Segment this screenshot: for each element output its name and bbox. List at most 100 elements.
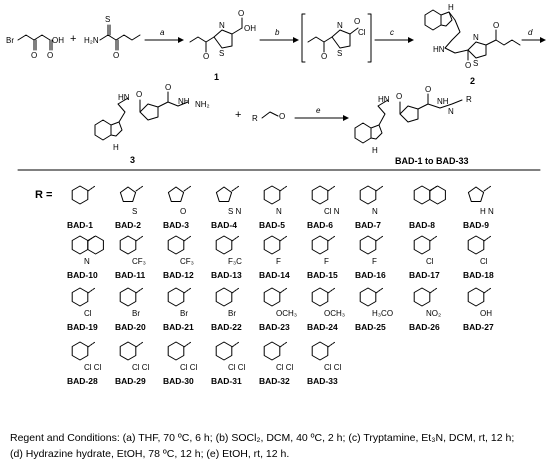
attachment-bond (135, 341, 144, 348)
atom-s: S (473, 59, 478, 68)
attachment-bond (483, 235, 492, 242)
atom-h2n: H₂N (84, 36, 99, 45)
ring (167, 186, 185, 202)
compound-2: H HN O N S O 2 (424, 3, 521, 86)
attachment-bond (87, 341, 96, 348)
ring (71, 287, 89, 307)
atom-nh: NH (437, 97, 449, 106)
compound-label: BAD-30 (163, 376, 194, 386)
ring (71, 341, 89, 361)
ring (311, 235, 329, 255)
atom-n: N (337, 21, 343, 30)
ring (359, 235, 377, 255)
atom-o: O (425, 85, 431, 94)
condition-c: c (390, 28, 394, 37)
attachment-bond (135, 235, 144, 242)
compound-label: BAD-5 (259, 220, 285, 230)
ring (119, 287, 137, 307)
attachment-bond (135, 185, 144, 192)
ring (263, 235, 281, 255)
attachment-bond (375, 287, 384, 294)
substituent-atoms: F (276, 257, 281, 266)
ring (167, 341, 185, 361)
compound-3: HN H O O NH NH₂ 3 (94, 83, 210, 165)
reaction-conditions: Regent and Conditions: (a) THF, 70 ºC, 6… (10, 432, 515, 460)
compound-label: BAD-16 (355, 270, 386, 280)
atom-oh: OH (52, 36, 64, 45)
substituent-atoms: Cl Cl (276, 363, 294, 372)
ring (71, 235, 89, 255)
substituent-atoms: OCH₃ (276, 309, 297, 318)
compound-label: BAD-17 (409, 270, 440, 280)
attachment-bond (429, 235, 438, 242)
attachment-bond (483, 287, 492, 294)
atom-o: O (31, 51, 37, 60)
attachment-bond (279, 341, 288, 348)
atom-o: O (113, 51, 119, 60)
compound-label: BAD-27 (463, 322, 494, 332)
ring (263, 287, 281, 307)
bromopyruvic-acid: Br O O OH (6, 34, 64, 60)
compound-label: BAD-20 (115, 322, 146, 332)
compound-label: BAD-2 (115, 220, 141, 230)
attachment-bond (429, 287, 438, 294)
compound-label: BAD-11 (115, 270, 146, 280)
r-equals-label: R = (35, 189, 52, 201)
attachment-bond (279, 185, 288, 192)
ring (311, 287, 329, 307)
ring (215, 186, 233, 202)
attachment-bond (483, 185, 492, 192)
compound-label: BAD-21 (163, 322, 194, 332)
attachment-bond (231, 185, 240, 192)
ring (215, 287, 233, 307)
atom-n: N (448, 107, 454, 116)
compound-label: BAD-9 (463, 220, 489, 230)
ring (263, 341, 281, 361)
atom-o: O (354, 17, 360, 26)
substituent-atoms: Cl (480, 257, 488, 266)
compound-label: BAD-12 (163, 270, 194, 280)
compound-label: BAD-7 (355, 220, 381, 230)
compound-label: BAD-8 (409, 220, 435, 230)
substituent-bad-8: BAD-8 (409, 185, 446, 230)
compound-label: BAD-18 (463, 270, 494, 280)
compound-label: BAD-25 (355, 322, 386, 332)
ring (167, 235, 185, 255)
atom-hn: HN (118, 93, 130, 102)
condition-a: a (160, 28, 165, 37)
atom-o: O (165, 83, 171, 92)
substituent-atoms: S N (228, 207, 242, 216)
ring (263, 185, 281, 205)
compound-label: BAD-1 (67, 220, 93, 230)
atom-hn: H (448, 3, 454, 12)
substituent-atoms: N (372, 207, 378, 216)
atom-o: O (203, 52, 209, 61)
substituent-atoms: Cl Cl (324, 363, 342, 372)
substituent-bad-1: BAD-1 (67, 185, 96, 230)
substituent-atoms: F (324, 257, 329, 266)
substituent-atoms: N (276, 207, 282, 216)
attachment-bond (429, 185, 438, 192)
substituent-atoms: H₃CO (372, 309, 393, 318)
ring (119, 186, 137, 202)
atom-hn: HN (433, 45, 445, 54)
attachment-bond (135, 287, 144, 294)
plus-sign: + (235, 109, 241, 121)
ring (311, 185, 329, 205)
ring (311, 341, 329, 361)
atom-r: R (466, 95, 472, 104)
